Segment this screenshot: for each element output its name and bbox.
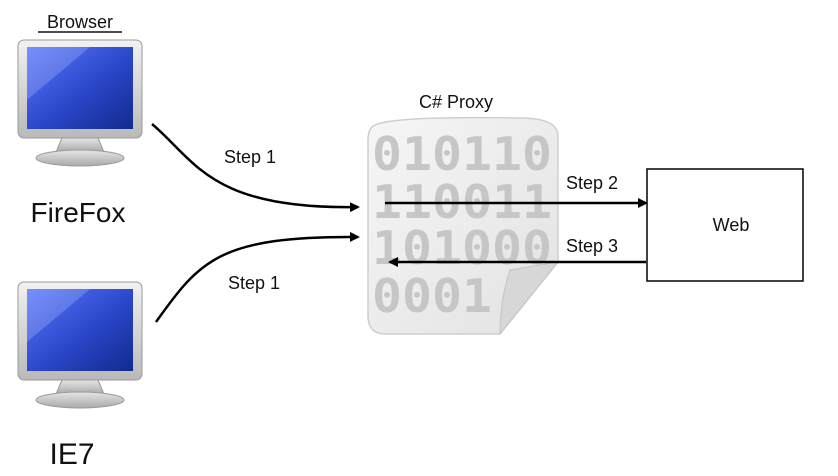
firefox-to-proxy-arrow xyxy=(151,123,360,213)
proxy-title: C# Proxy xyxy=(419,92,493,112)
ie7-monitor-icon xyxy=(17,281,143,409)
web-label: Web xyxy=(713,215,750,235)
step-1-firefox-label: Step 1 xyxy=(224,147,276,167)
step-3-label: Step 3 xyxy=(566,236,618,256)
binary-line-4: 0001 xyxy=(372,269,492,323)
proxy-document-icon: 010110 110011 101000 0001 xyxy=(367,116,560,336)
browser-group-title: Browser xyxy=(47,12,113,32)
step-1-ie7-label: Step 1 xyxy=(228,273,280,293)
ie7-to-proxy-arrow xyxy=(154,231,360,323)
binary-line-3: 101000 xyxy=(372,221,552,275)
step-2-label: Step 2 xyxy=(566,173,618,193)
ie7-label: IE7 xyxy=(49,438,94,471)
firefox-monitor-icon xyxy=(17,39,143,167)
binary-line-1: 010110 xyxy=(372,127,552,181)
web-box xyxy=(646,168,804,282)
firefox-label: FireFox xyxy=(31,197,126,228)
